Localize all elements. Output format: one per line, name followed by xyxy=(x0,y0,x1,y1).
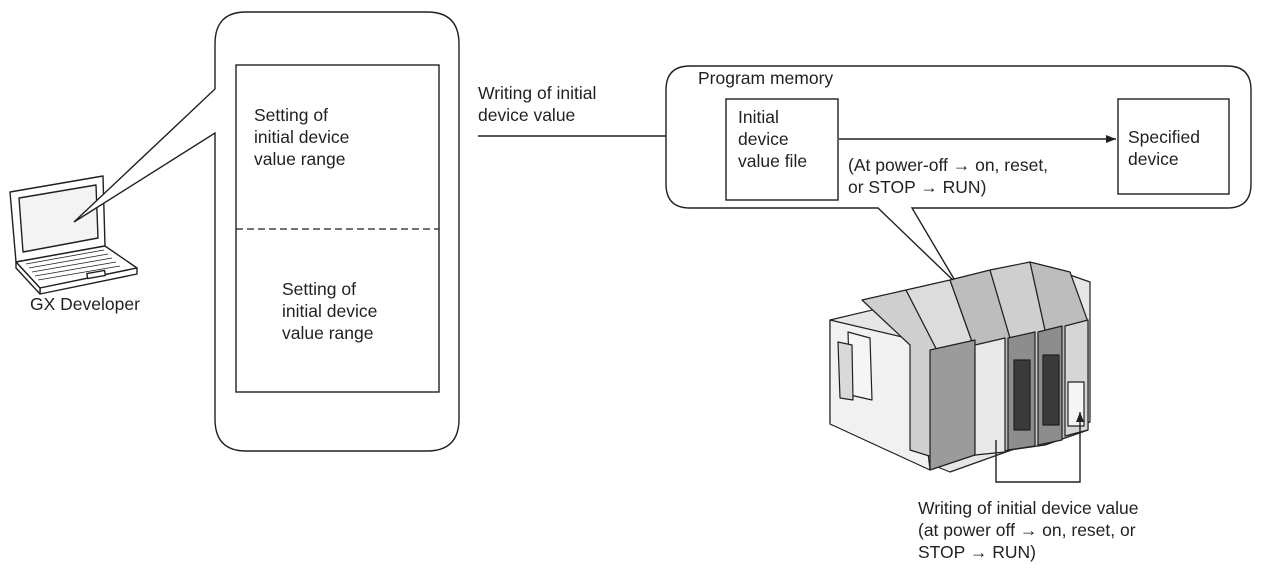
write-arrow-label: Writing of initial device value xyxy=(478,83,597,125)
specified-device-box xyxy=(1117,98,1230,195)
initial-device-value-file-box xyxy=(725,98,839,201)
lower-setting-text: Setting of initial device value range xyxy=(282,279,378,343)
program-memory-title: Program memory xyxy=(698,68,834,88)
write-condition-label: (At power-off → on, reset, or STOP → RUN… xyxy=(848,155,1049,197)
initial-device-value-file-label: Initial device value file xyxy=(738,107,808,171)
specified-device-label: Specified device xyxy=(1128,127,1200,169)
plc-unit-illustration xyxy=(829,261,1091,473)
internal-write-arrow xyxy=(995,412,1084,483)
gx-developer-label: GX Developer xyxy=(30,294,140,314)
upper-setting-text: Setting of initial device value range xyxy=(254,105,350,169)
plc-caption: Writing of initial device value (at powe… xyxy=(918,498,1139,562)
laptop-icon xyxy=(9,175,138,295)
